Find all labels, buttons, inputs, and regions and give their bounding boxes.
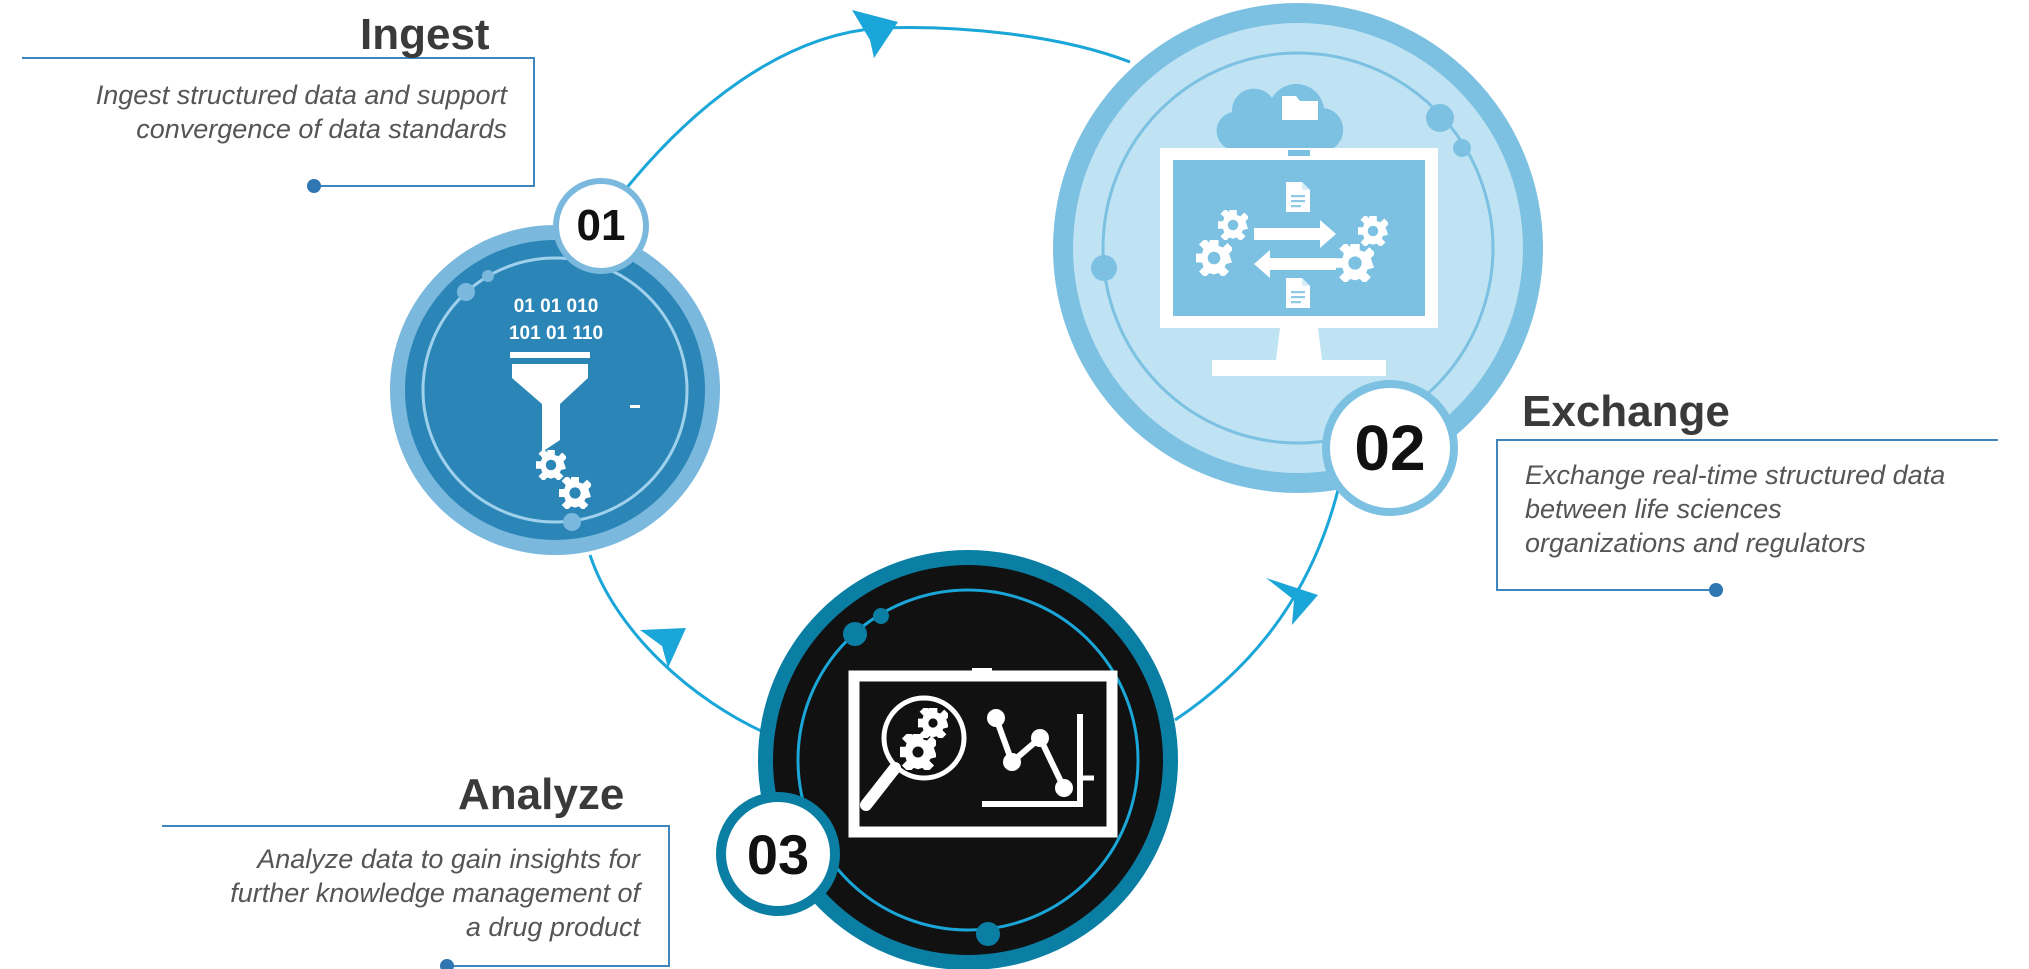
exchange-description-line-3: organizations and regulators <box>1525 528 1866 558</box>
ingest-binary-text: 01 01 010 101 01 110 <box>498 293 614 347</box>
callout-ingest <box>22 57 535 187</box>
exchange-node <box>1053 3 1543 493</box>
callout-exchange <box>1496 439 1998 591</box>
arrow-up-icon <box>640 628 686 668</box>
callout-dot-ingest <box>307 179 321 193</box>
binary-line-2: 101 01 110 <box>508 323 604 344</box>
connector-analyze-to-ingest <box>588 554 771 737</box>
exchange-description: Exchange real-time structured data betwe… <box>1525 458 2025 560</box>
arrow-right-icon <box>852 10 898 58</box>
callout-analyze <box>162 825 670 967</box>
analytics-chart-icon <box>848 668 1118 838</box>
ingest-node <box>390 225 720 555</box>
callout-dot-analyze <box>440 959 454 969</box>
analyze-description-line-3: a drug product <box>465 912 640 942</box>
callout-dot-exchange <box>1709 583 1723 597</box>
cycle-arrows <box>640 10 1318 668</box>
funnel-gears-icon <box>510 352 640 509</box>
callout-dots <box>307 179 1723 969</box>
ingest-description-line-2: convergence of data standards <box>136 114 507 144</box>
monitor-exchange-icon <box>1160 83 1438 376</box>
analyze-step-number: 03 <box>716 792 840 916</box>
analyze-description: Analyze data to gain insights for furthe… <box>100 842 640 944</box>
binary-line-1: 01 01 010 <box>513 296 599 317</box>
analyze-description-line-2: further knowledge management of <box>230 878 640 908</box>
exchange-step-number: 02 <box>1322 380 1458 516</box>
analyze-title: Analyze <box>458 770 625 819</box>
exchange-description-line-1: Exchange real-time structured data <box>1525 460 1946 490</box>
arrow-down-icon <box>1266 578 1318 625</box>
ingest-step-number: 01 <box>553 178 649 274</box>
analyze-description-line-1: Analyze data to gain insights for <box>257 844 640 874</box>
exchange-description-line-2: between life sciences <box>1525 494 1782 524</box>
ingest-description: Ingest structured data and support conve… <box>0 78 507 146</box>
ingest-description-line-1: Ingest structured data and support <box>95 80 507 110</box>
exchange-title: Exchange <box>1522 387 1730 436</box>
analyze-node <box>758 550 1178 969</box>
callout-lines <box>22 57 1998 967</box>
ingest-title: Ingest <box>360 10 490 59</box>
connector-exchange-to-analyze <box>1174 489 1340 722</box>
